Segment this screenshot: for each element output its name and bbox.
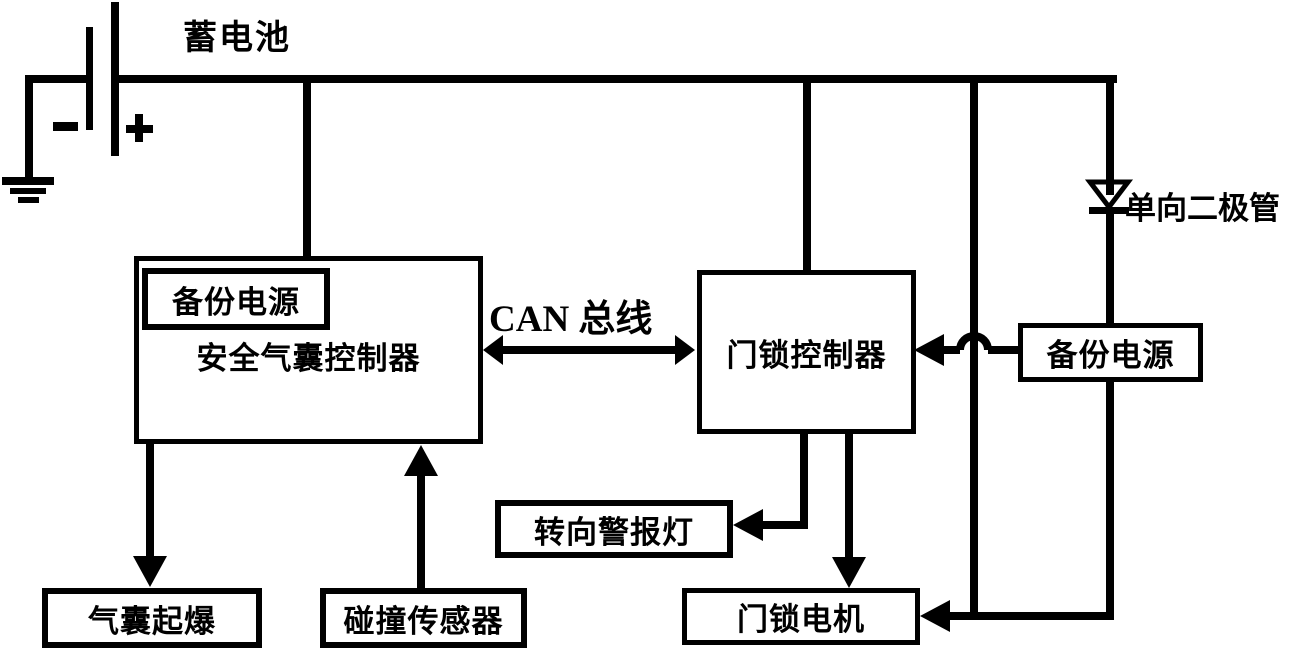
arrow-airbag-controller-to-detonation bbox=[133, 444, 167, 587]
can-bus-arrow bbox=[483, 335, 695, 365]
collision-sensor-box: 碰撞传感器 bbox=[320, 588, 527, 648]
diode-label: 单向二极管 bbox=[1125, 191, 1280, 227]
airbag-controller-box: 备份电源 安全气囊控制器 bbox=[134, 256, 483, 444]
battery-symbol bbox=[86, 2, 119, 156]
turn-warning-light-label: 转向警报灯 bbox=[534, 514, 694, 551]
door-lock-controller-box: 门锁控制器 bbox=[697, 270, 916, 434]
door-lock-motor-label: 门锁电机 bbox=[737, 602, 865, 638]
arrowhead-into-door-lock-motor bbox=[920, 600, 950, 632]
collision-sensor-label: 碰撞传感器 bbox=[343, 603, 504, 640]
door-lock-controller-label: 门锁控制器 bbox=[726, 337, 887, 374]
turn-warning-light-box: 转向警报灯 bbox=[495, 500, 733, 558]
wire-power-bus bbox=[119, 75, 1117, 83]
battery-label: 蓄电池 bbox=[183, 18, 291, 58]
wire-bus-to-motor-feed bbox=[970, 83, 978, 620]
wire-motor-feed-h bbox=[948, 612, 1114, 620]
backup-power-right-label: 备份电源 bbox=[1046, 338, 1175, 374]
battery-plus-symbol bbox=[126, 114, 153, 142]
backup-power-right-box: 备份电源 bbox=[1018, 323, 1203, 382]
wire-bus-to-door-lock-controller bbox=[803, 83, 811, 271]
ground-symbol bbox=[2, 177, 54, 203]
can-bus-label: CAN 总线 bbox=[489, 299, 653, 340]
airbag-controller-label: 安全气囊控制器 bbox=[196, 341, 421, 377]
arrow-collision-sensor-to-airbag-controller bbox=[404, 445, 438, 588]
backup-power-inner-box: 备份电源 bbox=[142, 268, 330, 330]
door-lock-motor-box: 门锁电机 bbox=[682, 588, 920, 645]
arrow-door-lock-to-turn-warning-light bbox=[733, 434, 808, 541]
wire-diode-to-backup-power bbox=[1106, 213, 1114, 323]
wire-bus-to-airbag-controller bbox=[303, 83, 311, 257]
arrow-backup-power-to-door-lock-controller bbox=[914, 332, 1018, 366]
wire-backup-power-down bbox=[1106, 382, 1114, 620]
backup-power-inner-label: 备份电源 bbox=[172, 284, 300, 321]
battery-minus-symbol bbox=[53, 122, 78, 131]
arrow-door-lock-to-motor bbox=[832, 434, 866, 588]
airbag-detonation-label: 气囊起爆 bbox=[88, 603, 216, 640]
wire-battery-to-ground-h bbox=[25, 75, 86, 83]
wire-bus-to-diode bbox=[1106, 83, 1114, 183]
wire-battery-to-ground-v bbox=[25, 75, 33, 178]
diode-symbol bbox=[1084, 179, 1134, 214]
airbag-detonation-box: 气囊起爆 bbox=[42, 588, 262, 648]
